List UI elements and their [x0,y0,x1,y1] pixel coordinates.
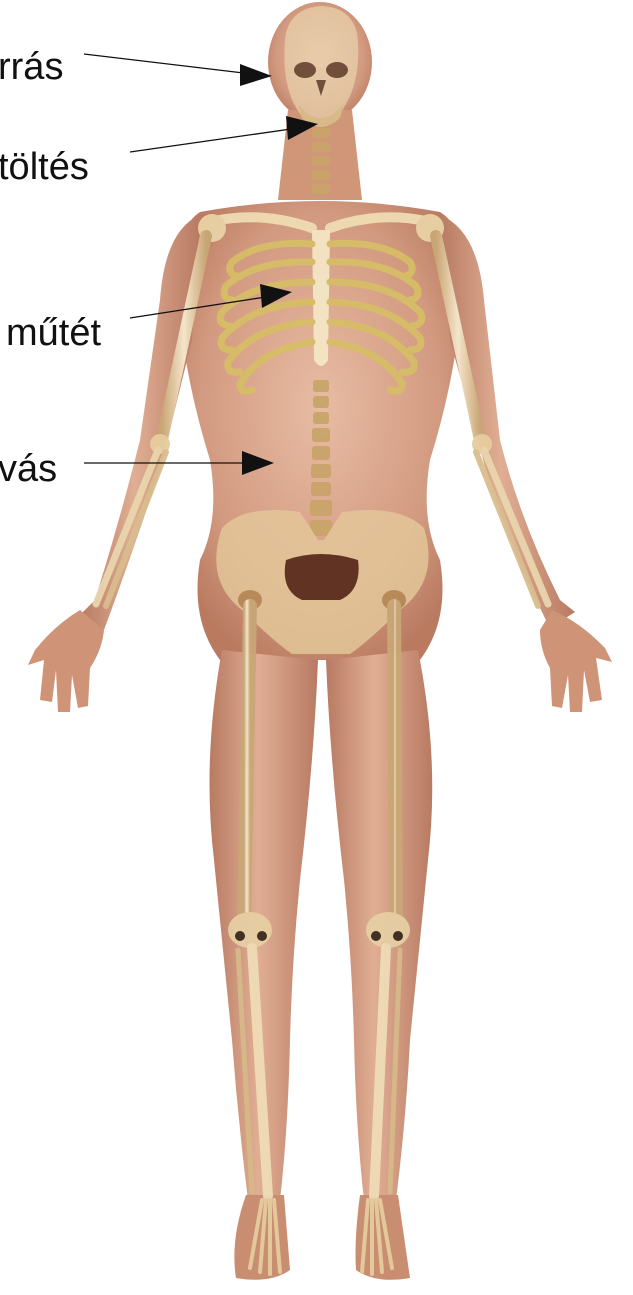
callout-label-0: rrás [0,48,63,86]
femur-right [394,606,396,920]
leader-line-0 [84,54,252,74]
eye-socket-left [294,62,316,78]
arrowhead-0 [240,64,272,86]
sternum [312,230,330,366]
eye-socket-right [326,62,348,78]
pelvis-inner [285,554,359,600]
arm-left [80,215,200,630]
arm-right [440,215,575,628]
radius-left [96,450,158,604]
radius-right [484,450,548,604]
callout-label-2: műtét [6,314,101,352]
knee-right [366,912,410,948]
knee-left [228,912,272,948]
callout-label-1: töltés [0,148,89,186]
hand-left [28,610,104,712]
callout-label-3: vás [0,450,57,488]
femur-left [244,606,250,920]
leader-line-1 [130,128,298,152]
hand-right [540,610,612,712]
